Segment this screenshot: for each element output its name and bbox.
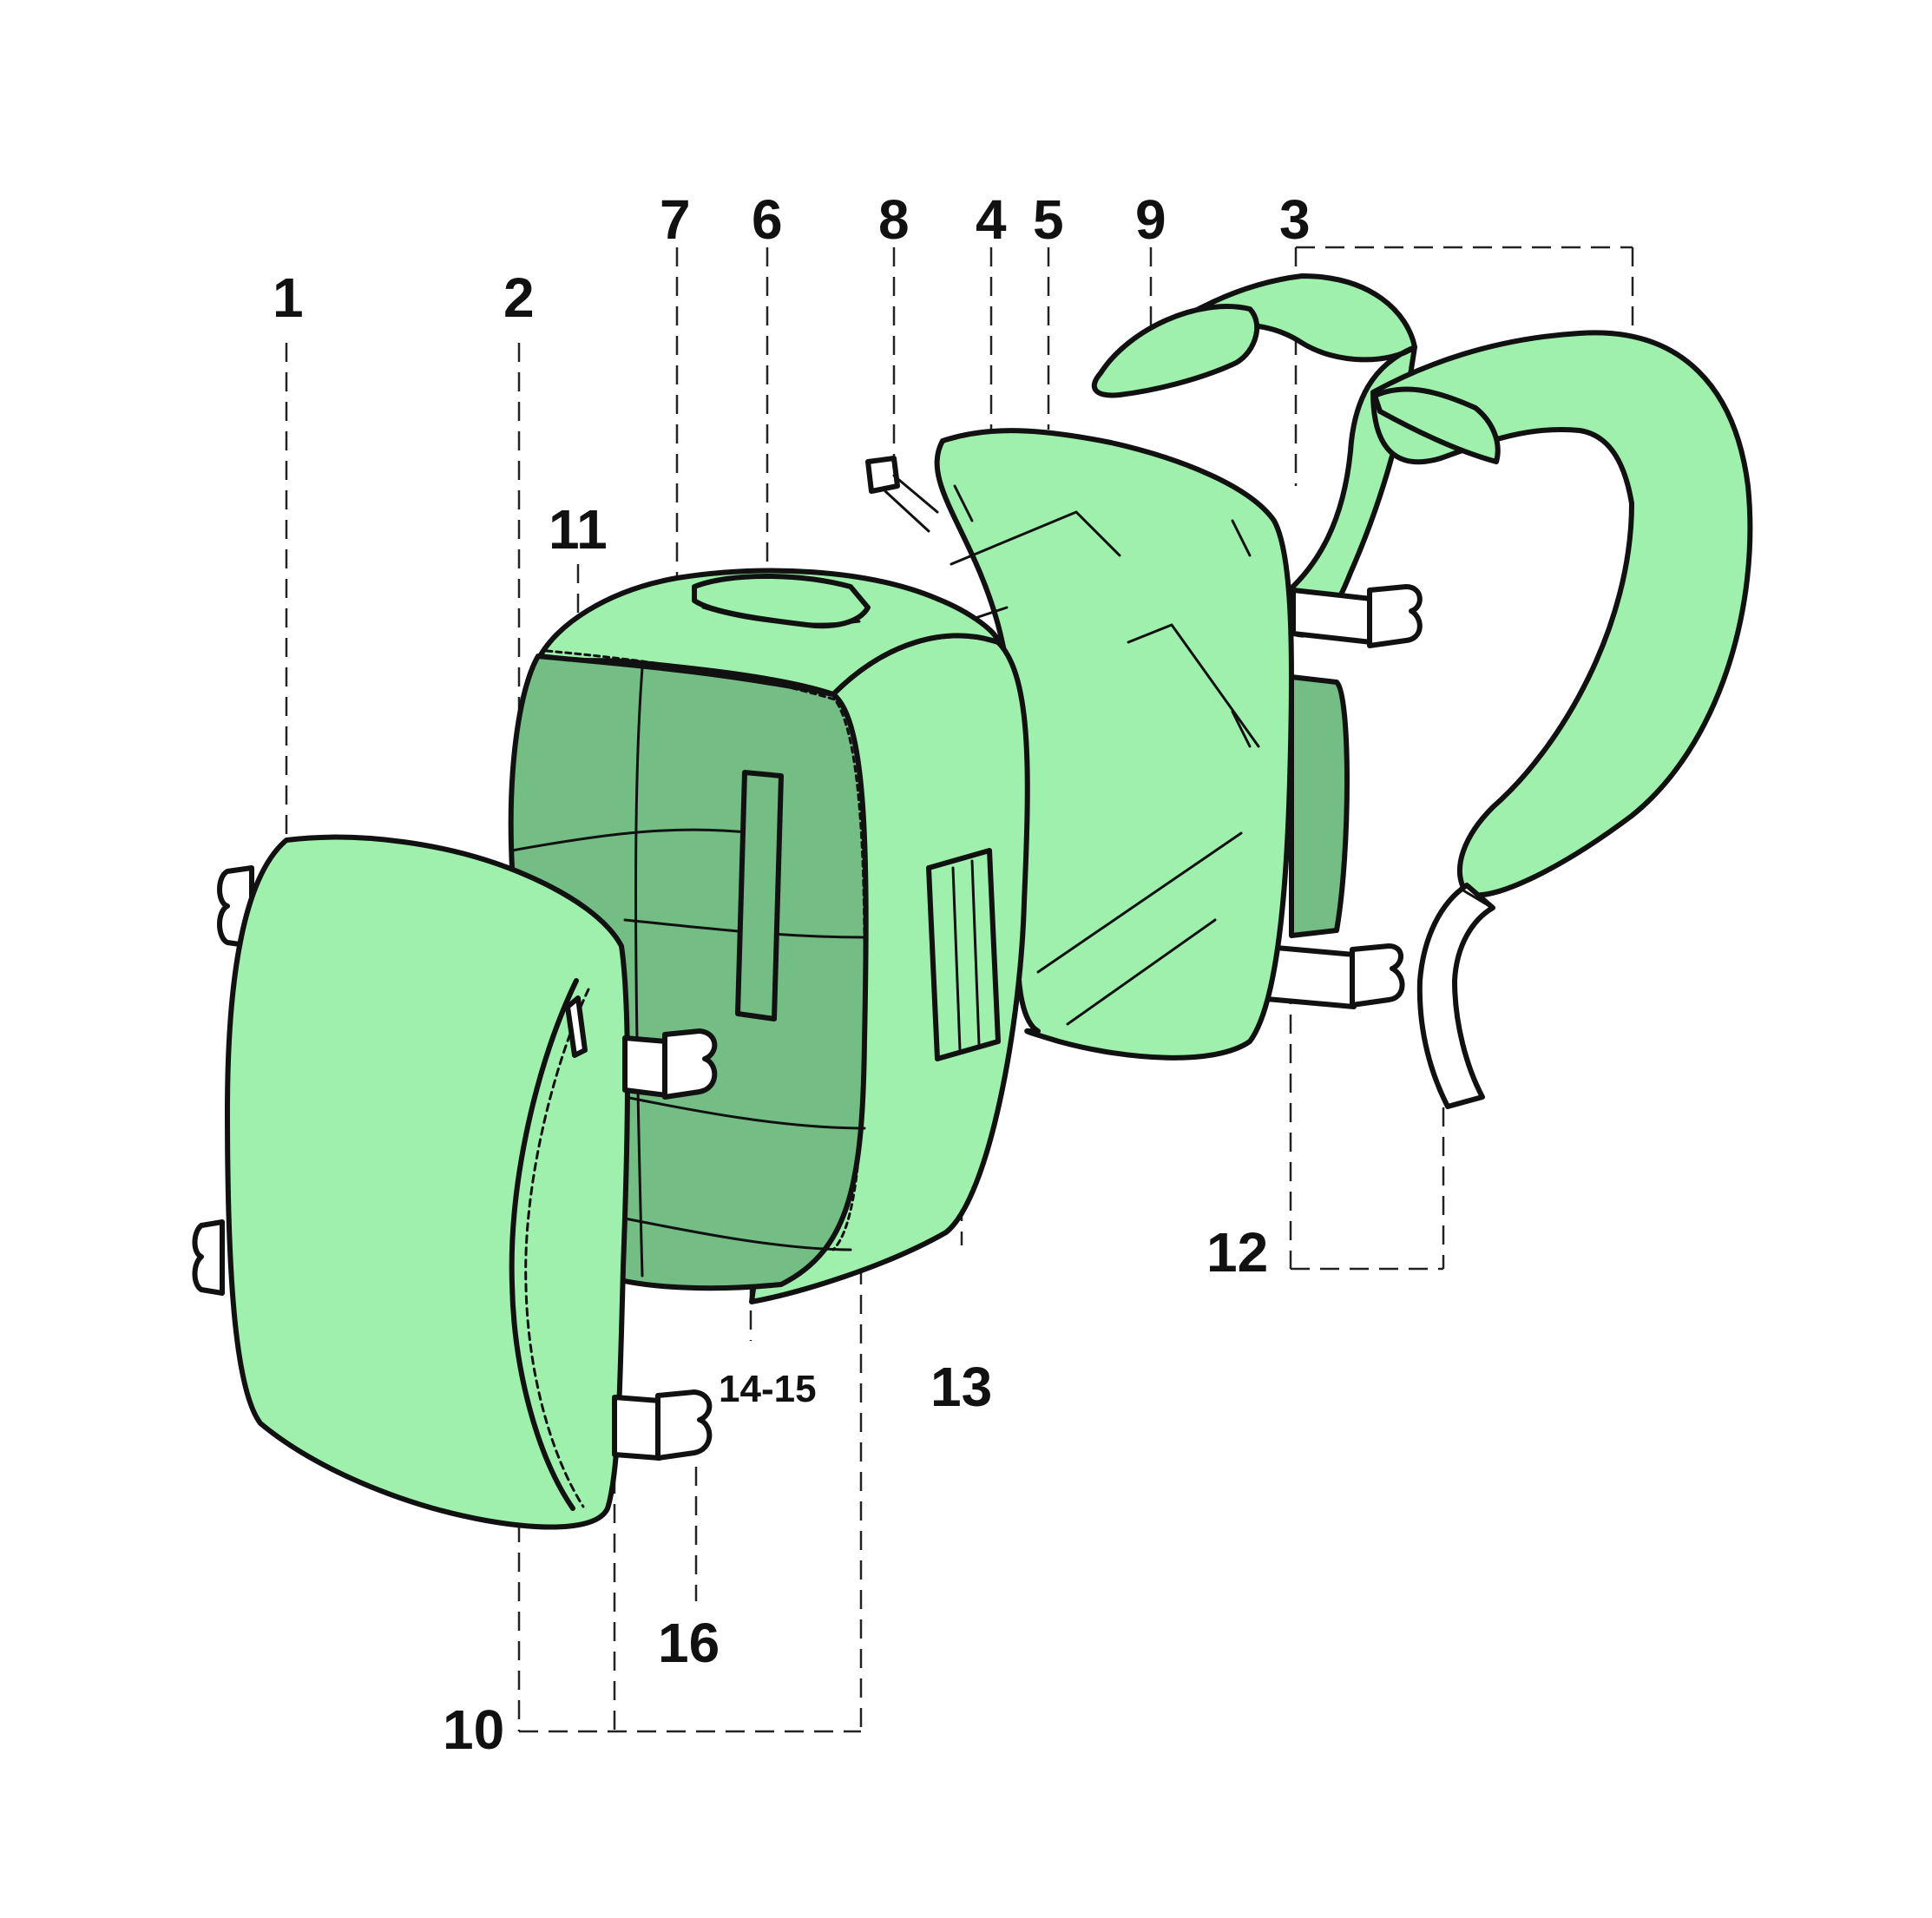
right-strap-fold xyxy=(1372,386,1501,464)
front-bottom-buckle xyxy=(192,1219,225,1296)
callout-labels: 1 2 7 6 8 4 5 9 3 11 12 13 14-15 16 10 xyxy=(273,188,1311,1761)
callout-9: 9 xyxy=(1135,188,1166,251)
left-strap-tip xyxy=(1091,304,1260,398)
lower-strap-buckle xyxy=(1350,943,1405,1008)
compression-strap-buckle xyxy=(662,1028,718,1100)
side-buckle xyxy=(865,456,900,494)
callout-4: 4 xyxy=(976,188,1007,251)
front-strap-buckle xyxy=(655,1389,713,1461)
callout-2: 2 xyxy=(503,266,535,329)
callout-5: 5 xyxy=(1033,188,1064,251)
front-strap-webbing xyxy=(612,1395,662,1461)
callout-11: 11 xyxy=(549,498,608,561)
callout-10: 10 xyxy=(443,1698,504,1761)
upper-strap-webbing xyxy=(1291,588,1374,645)
callout-12: 12 xyxy=(1206,1221,1268,1284)
callout-13: 13 xyxy=(930,1356,992,1418)
callout-16: 16 xyxy=(658,1612,720,1674)
front-pocket-zipper xyxy=(509,978,579,1511)
callout-1: 1 xyxy=(273,266,304,329)
strap-webbing-tail xyxy=(1416,883,1495,1109)
shoulder-straps xyxy=(1091,273,1753,1109)
front-panel xyxy=(192,834,718,1530)
callout-6: 6 xyxy=(752,188,783,251)
side-pocket xyxy=(926,848,1001,1061)
front-panel-body xyxy=(225,834,630,1530)
internal-strap xyxy=(735,770,784,1021)
back-padding-side xyxy=(1289,674,1350,938)
callout-14-15: 14-15 xyxy=(719,1368,817,1410)
callout-7: 7 xyxy=(660,188,691,251)
zipper-pull xyxy=(565,995,588,1058)
callout-3: 3 xyxy=(1279,188,1311,251)
compression-strap-webbing xyxy=(622,1035,669,1098)
callout-8: 8 xyxy=(878,188,910,251)
upper-strap-buckle xyxy=(1367,584,1423,648)
